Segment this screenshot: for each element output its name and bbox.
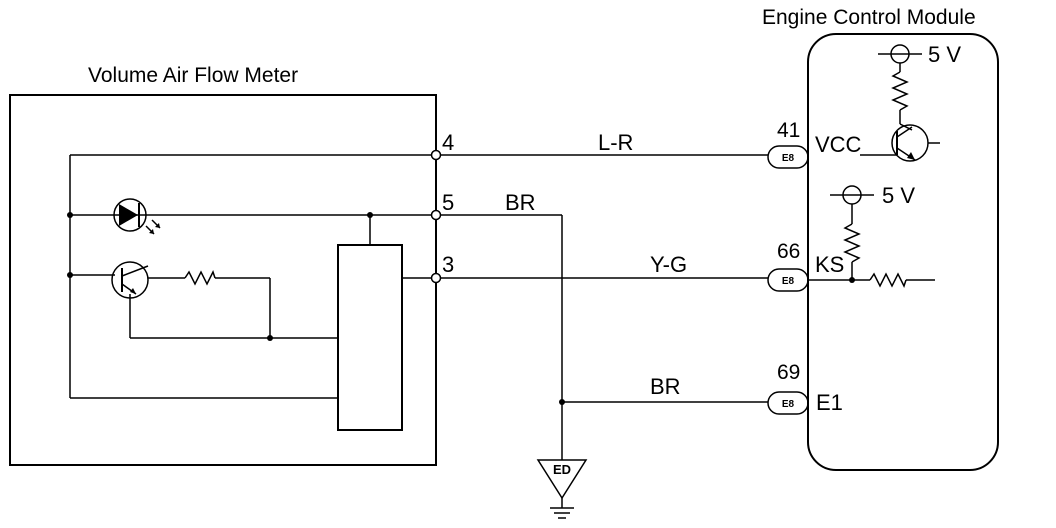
terminal-3-icon — [430, 272, 442, 284]
ecm-title: Engine Control Module — [762, 6, 976, 29]
transistor-icon — [891, 124, 940, 162]
meter-housing — [9, 94, 437, 466]
terminal-4-label: 4 — [442, 130, 454, 155]
signal-module-block — [337, 244, 403, 431]
pin-69-signal: E1 — [816, 390, 843, 415]
pin-69-number: 69 — [777, 361, 800, 384]
meter-title: Volume Air Flow Meter — [88, 64, 298, 87]
pin-41-signal: VCC — [815, 132, 862, 157]
pin-66-signal: KS — [815, 252, 844, 277]
pin-41-connector: E8 — [782, 153, 795, 164]
ecm-pin-41: E8 41 VCC — [767, 119, 862, 169]
ecm-pin-66: E8 66 KS — [767, 240, 844, 292]
meter-internal-circuit — [67, 154, 433, 399]
supply-5v-icon — [830, 185, 874, 224]
supply-1-label: 5 V — [928, 42, 961, 67]
ecm-housing — [807, 33, 999, 471]
led-icon — [113, 198, 161, 235]
resistor-icon — [843, 223, 861, 263]
wire-lr-label: L-R — [598, 130, 633, 155]
pin-69-connector: E8 — [782, 399, 795, 410]
wire-br-top-label: BR — [505, 190, 536, 215]
wire-yg-label: Y-G — [650, 252, 687, 277]
ecm-pin-69: E8 69 E1 — [767, 361, 843, 415]
resistor-icon — [891, 71, 909, 111]
ground-ed-icon — [536, 459, 588, 519]
terminal-4-icon — [430, 149, 442, 161]
terminal-5-icon — [430, 209, 442, 221]
pin-66-number: 66 — [777, 240, 800, 263]
terminal-3-label: 3 — [442, 252, 454, 277]
external-wiring — [441, 154, 768, 460]
wire-br-bottom-label: BR — [650, 374, 681, 399]
pin-66-connector: E8 — [782, 276, 795, 287]
phototransistor-icon — [111, 261, 149, 299]
supply-2-label: 5 V — [882, 183, 915, 208]
supply-5v-icon — [878, 44, 922, 72]
meter-terminals — [430, 149, 442, 284]
terminal-5-label: 5 — [442, 190, 454, 215]
ground-label: ED — [553, 462, 571, 477]
resistor-icon — [184, 270, 216, 286]
pin-41-number: 41 — [777, 119, 800, 142]
resistor-icon — [869, 272, 907, 288]
